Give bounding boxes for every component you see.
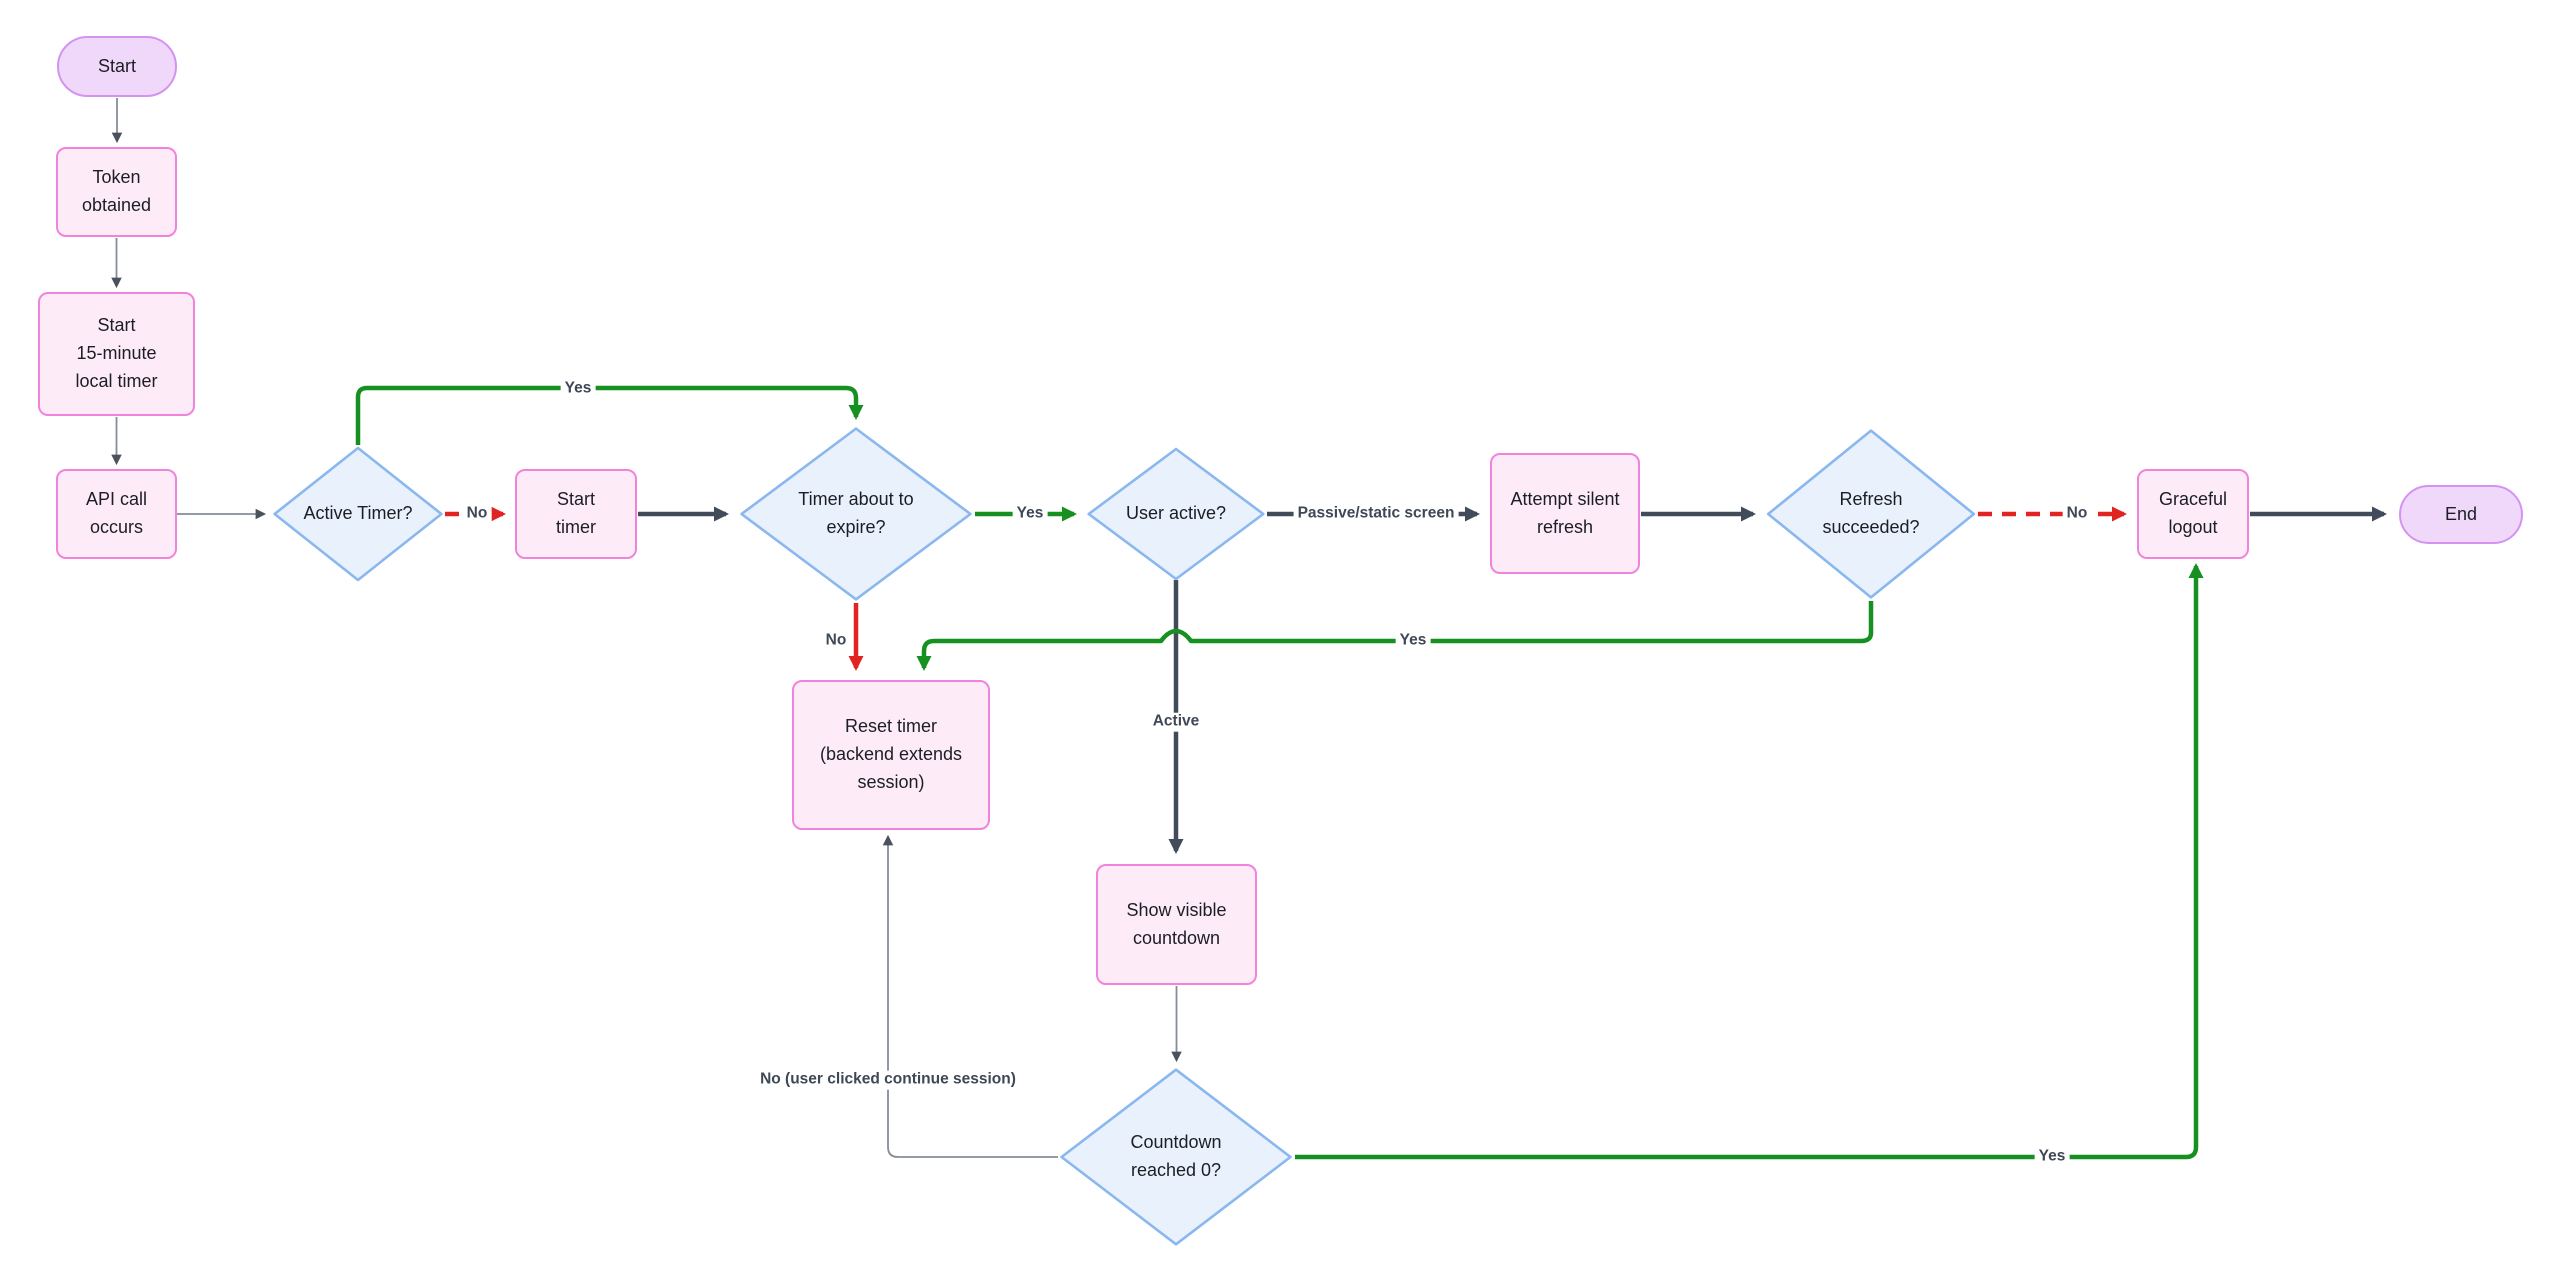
node-user-active: User active? xyxy=(1086,447,1266,581)
node-countdown-zero: Countdown reached 0? xyxy=(1058,1067,1294,1247)
node-start-timer: Start timer xyxy=(515,469,637,559)
node-timer-expire-label: Timer about to expire? xyxy=(798,489,914,537)
node-user-active-label: User active? xyxy=(1125,503,1227,524)
node-api-call: API call occurs xyxy=(56,469,177,559)
node-show-countdown: Show visible countdown xyxy=(1096,864,1257,985)
edge-label-yes-refresh: Yes xyxy=(1395,631,1431,651)
node-start-local-timer: Start 15-minute local timer xyxy=(38,292,195,416)
edge-countdownzero-resettimer-no xyxy=(882,834,1058,1158)
node-graceful-logout: Graceful logout xyxy=(2137,469,2249,559)
node-refresh-succeeded-label: Refresh succeeded? xyxy=(1822,489,1920,537)
edge-refreshsucceeded-resettimer-yes xyxy=(916,601,1874,671)
edge-label-passive-screen: Passive/static screen xyxy=(1293,504,1459,524)
edge-label-no-timer-expire: No xyxy=(821,631,851,651)
node-token-obtained: Token obtained xyxy=(56,147,177,237)
node-reset-timer-label: Reset timer (backend extends session) xyxy=(819,716,963,792)
node-token-obtained-label: Token obtained xyxy=(81,167,152,215)
node-api-call-label: API call occurs xyxy=(85,489,148,537)
edge-label-no-refresh: No xyxy=(2062,504,2092,524)
node-timer-expire: Timer about to expire? xyxy=(738,426,974,602)
node-end: End xyxy=(2399,485,2523,544)
node-active-timer-label: Active Timer? xyxy=(303,503,413,524)
node-show-countdown-label: Show visible countdown xyxy=(1126,899,1227,948)
node-countdown-zero-label: Countdown reached 0? xyxy=(1130,1132,1222,1180)
node-graceful-logout-label: Graceful logout xyxy=(2158,489,2228,537)
node-start-timer-label: Start timer xyxy=(556,489,596,537)
diamond-shape xyxy=(1765,428,1977,600)
node-start-label: Start xyxy=(97,55,136,76)
node-active-timer: Active Timer? xyxy=(272,446,444,582)
diamond-shape xyxy=(272,446,444,582)
node-attempt-refresh: Attempt silent refresh xyxy=(1490,453,1640,574)
node-start: Start xyxy=(57,36,177,97)
edge-label-no-active-timer: No xyxy=(462,504,492,524)
node-attempt-refresh-label: Attempt silent refresh xyxy=(1510,488,1620,537)
node-end-label: End xyxy=(2444,503,2478,524)
edge-label-yes-timer-expire: Yes xyxy=(1012,504,1048,524)
edge-activetimer-timerexpire-yes xyxy=(355,385,864,445)
diamond-shape xyxy=(738,426,974,602)
node-refresh-succeeded: Refresh succeeded? xyxy=(1765,428,1977,600)
edge-label-yes-loop: Yes xyxy=(560,379,596,399)
edge-label-yes-countdown: Yes xyxy=(2034,1147,2070,1167)
edge-label-no-countdown: No (user clicked continue session) xyxy=(756,1070,1020,1090)
diamond-shape xyxy=(1086,447,1266,581)
node-reset-timer: Reset timer (backend extends session) xyxy=(792,680,990,830)
diamond-shape xyxy=(1058,1067,1294,1247)
edge-label-active-branch: Active xyxy=(1148,712,1204,732)
edge-countdownzero-graceful-yes xyxy=(1295,563,2204,1160)
node-start-local-timer-label: Start 15-minute local timer xyxy=(75,315,158,391)
